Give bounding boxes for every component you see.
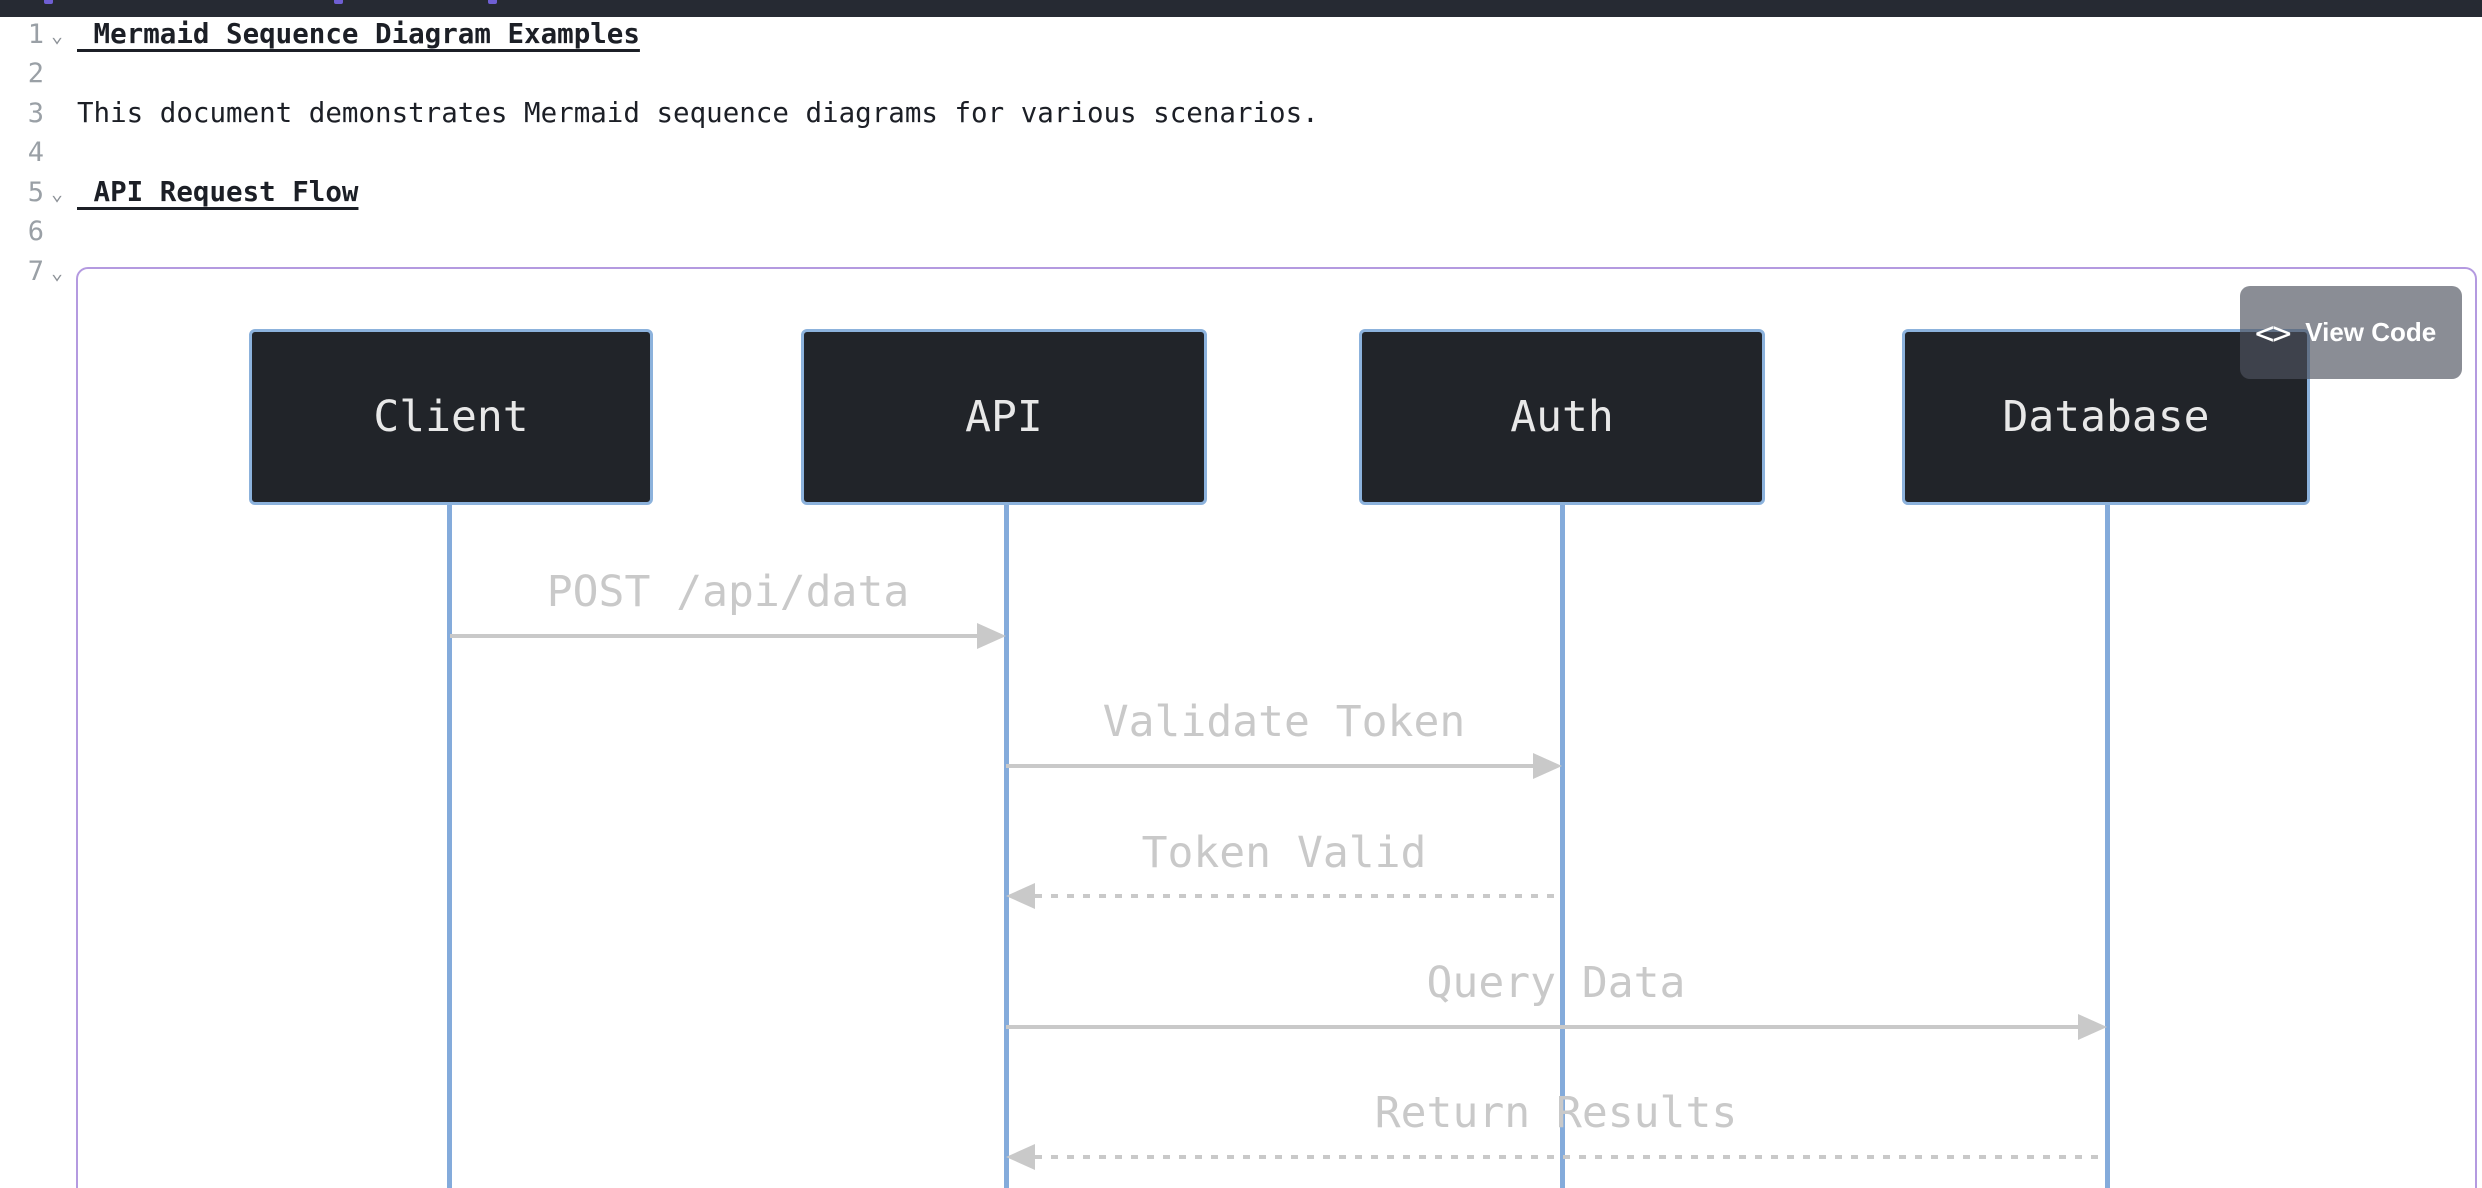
actor-box-auth: Auth [1359,329,1765,505]
line-number-4: 4 [27,137,44,168]
message-line-dashed [1035,894,1562,898]
message-line-solid [1006,1025,2095,1029]
line-number-3: 3 [27,98,44,129]
fold-chevron-icon[interactable]: ⌄ [50,23,64,47]
arrowhead-right-icon [1533,753,1562,779]
arrowhead-left-icon [1006,1144,1035,1170]
tab-indicator-mark [334,0,343,4]
mermaid-diagram-preview: Client API Auth Database POST /api/data … [76,267,2477,1188]
actor-box-api: API [801,329,1207,505]
message-line-dashed [1035,1155,2107,1159]
message-label: Token Valid [1141,828,1427,878]
fold-chevron-icon[interactable]: ⌄ [50,181,64,205]
fold-chevron-icon[interactable]: ⌄ [50,260,64,284]
view-code-button-label: View Code [2305,317,2437,347]
view-code-button[interactable]: <> View Code [2240,286,2462,379]
arrowhead-right-icon [2078,1014,2107,1040]
line-number-6: 6 [27,216,44,247]
arrowhead-right-icon [977,623,1006,649]
message-label: Return Results [1374,1088,1738,1138]
message-line-solid [450,634,994,638]
window-top-bar [0,0,2482,17]
actor-box-client: Client [249,329,653,505]
line-number-5: 5 [27,177,44,208]
arrowhead-left-icon [1006,883,1035,909]
line-number-2: 2 [27,58,44,89]
markdown-heading-1[interactable]: Mermaid Sequence Diagram Examples [77,18,640,50]
lifeline-api [1004,505,1009,1188]
lifeline-database [2105,505,2110,1188]
message-line-solid [1006,764,1550,768]
lifeline-client [447,505,452,1188]
tab-indicator-mark [488,0,497,4]
markdown-heading-2[interactable]: API Request Flow [77,176,359,208]
message-label: Query Data [1426,958,1686,1008]
line-number-7: 7 [27,256,44,287]
markdown-paragraph[interactable]: This document demonstrates Mermaid seque… [77,97,1319,129]
line-number-1: 1 [27,19,44,50]
lifeline-auth [1560,505,1565,1188]
code-angle-brackets-icon: <> [2255,313,2292,352]
message-label: Validate Token [1102,697,1466,747]
message-label: POST /api/data [546,567,910,617]
tab-indicator-mark [44,0,53,4]
